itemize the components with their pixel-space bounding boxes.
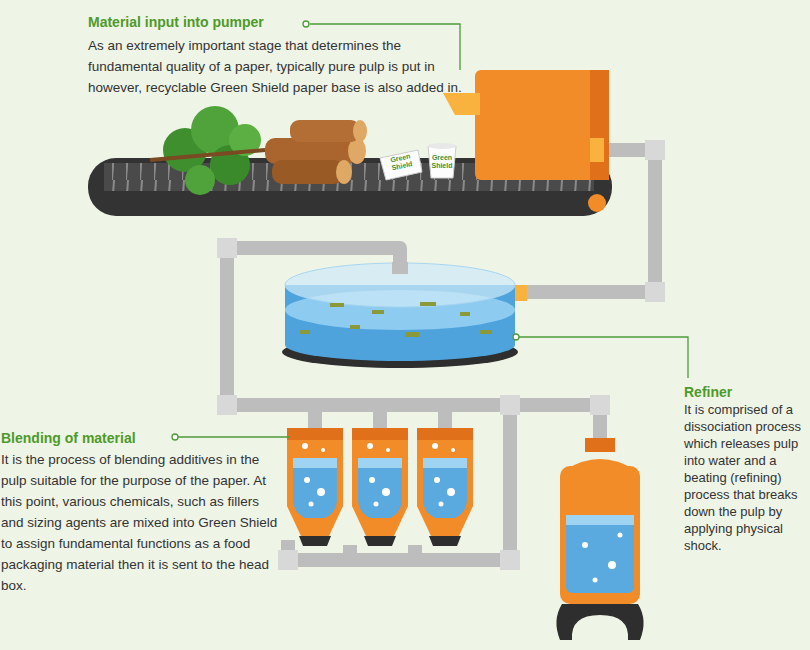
- paper-cups-part: [380, 150, 422, 180]
- callout-heading: Blending of material: [1, 429, 136, 447]
- logs-part: [353, 120, 367, 142]
- pipe-joints-part: [278, 550, 298, 570]
- tank-part: [515, 285, 527, 301]
- pipes-part: [308, 405, 322, 428]
- refiner-part: [608, 561, 616, 569]
- mixers-part: [417, 428, 473, 546]
- tank-part-part: [300, 330, 310, 334]
- logs-part: [272, 160, 344, 184]
- refiner: [556, 438, 643, 640]
- callout-text: As an extremely important stage that det…: [88, 35, 470, 98]
- pipes-part: [408, 545, 422, 560]
- tank-part-part: [372, 310, 384, 314]
- pipes-part: [343, 545, 357, 560]
- tank-part-part: [405, 332, 419, 337]
- pipe-joints-part: [645, 140, 665, 160]
- pulper-part: [590, 70, 609, 180]
- leader-dots-part: [172, 434, 178, 440]
- leader-lines-part: [178, 436, 290, 437]
- pulper-part: [475, 70, 609, 180]
- refiner-part: [582, 542, 588, 548]
- callout-text: It is comprised of a dissociation proces…: [684, 401, 808, 554]
- pipe-joints-part: [645, 282, 665, 302]
- tank-part-part: [330, 303, 344, 307]
- paper-cups-part: [428, 143, 456, 149]
- pipe-joints-part: [217, 395, 237, 415]
- leader-lines-part: [519, 337, 688, 378]
- pulper: [443, 70, 609, 180]
- refiner-part: [566, 515, 634, 525]
- cup-print: Green Shield: [430, 154, 454, 170]
- pipe-joints-part: [500, 395, 520, 415]
- refiner-part: [618, 533, 623, 538]
- mixers: [287, 428, 473, 546]
- logs-part: [290, 120, 360, 142]
- tank: [282, 262, 527, 368]
- refiner-part: [556, 604, 643, 640]
- pipe-joints-part: [590, 395, 610, 415]
- refiner-part: [593, 578, 598, 583]
- tank-part: [285, 329, 515, 361]
- logs-part: [336, 160, 352, 184]
- mixers-part: [352, 428, 408, 546]
- pipe-joints-part: [500, 550, 520, 570]
- mixers-part: [287, 428, 343, 546]
- leader-dots-part: [513, 334, 519, 340]
- pipe-joints-part: [217, 238, 237, 258]
- callout-heading: Material input into pumper: [88, 13, 264, 31]
- tree-part: [185, 165, 215, 195]
- pulper-part: [443, 93, 480, 115]
- conveyor-belt-part: [588, 194, 606, 212]
- tree-part: [150, 150, 265, 160]
- tree: [150, 106, 265, 195]
- logs: [265, 120, 367, 184]
- tank-part-part: [420, 302, 436, 306]
- pipes-part: [438, 405, 452, 428]
- pulper-part: [590, 138, 604, 162]
- tank-part-part: [350, 325, 360, 329]
- callout-heading: Refiner: [684, 383, 732, 401]
- callout-text: It is the process of blending additives …: [1, 449, 281, 596]
- tank-part: [300, 302, 492, 337]
- refiner-part: [560, 466, 640, 604]
- refiner-part: [566, 515, 634, 593]
- paper-cups: [380, 143, 456, 180]
- leader-dots-part: [303, 21, 309, 27]
- paper-cups-part: [428, 146, 456, 178]
- tank-part-part: [460, 312, 470, 316]
- pipes-part: [288, 405, 600, 560]
- refiner-part: [585, 438, 615, 452]
- tank-part: [392, 262, 408, 274]
- pipes-part: [373, 405, 387, 428]
- tank-part-part: [480, 330, 492, 334]
- tank-part: [285, 263, 515, 307]
